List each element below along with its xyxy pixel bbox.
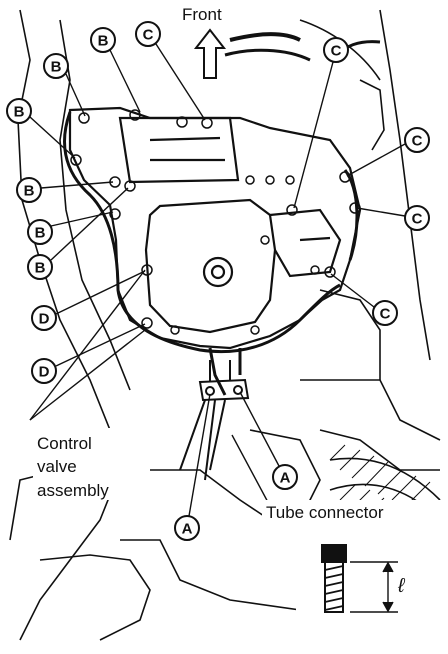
callout-a1: A — [239, 391, 298, 490]
callout-b6: B — [27, 187, 129, 280]
callout-b3: B — [6, 98, 76, 159]
bolt-icon — [321, 544, 347, 613]
callout-c1: C — [135, 21, 206, 121]
svg-text:B: B — [35, 260, 46, 277]
svg-text:C: C — [143, 27, 154, 44]
length-dimension — [350, 561, 398, 613]
callout-b5: B — [27, 211, 114, 245]
callout-c4: C — [356, 205, 430, 231]
callout-a2: A — [174, 393, 211, 541]
tube-connector-label: Tube connector — [231, 434, 448, 524]
svg-text:C: C — [412, 133, 423, 150]
front-arrow-icon — [193, 28, 227, 79]
callout-b2: B — [43, 53, 86, 117]
svg-text:B: B — [24, 183, 35, 200]
callout-c5: C — [330, 273, 398, 326]
oil-tube — [63, 111, 359, 396]
bolt-holes — [70, 109, 361, 335]
callout-c3: C — [346, 127, 430, 177]
svg-text:C: C — [412, 211, 423, 228]
svg-text:A: A — [280, 470, 291, 487]
control-valve-label-line3: assembly — [37, 481, 109, 500]
tube-connector-text: Tube connector — [266, 503, 384, 522]
control-valve-label-line1: Control — [37, 434, 92, 453]
svg-text:C: C — [380, 306, 391, 323]
svg-text:A: A — [182, 521, 193, 538]
callout-b4: B — [16, 177, 114, 203]
control-valve-label: Control valve assembly — [29, 269, 146, 500]
svg-text:B: B — [14, 104, 25, 121]
svg-text:D: D — [39, 311, 50, 328]
callout-d1: D — [31, 270, 146, 331]
tube-connector-fitting — [179, 360, 250, 481]
svg-text:B: B — [35, 225, 46, 242]
front-label: Front — [182, 5, 222, 24]
callout-b1: B — [90, 27, 141, 113]
callout-c2: C — [293, 37, 349, 209]
svg-text:D: D — [39, 364, 50, 381]
control-valve-body — [68, 106, 362, 350]
bolt-length-inset: ℓ — [296, 530, 446, 652]
callout-d2: D — [31, 323, 146, 384]
control-valve-label-line2: valve — [37, 457, 77, 476]
svg-text:B: B — [51, 59, 62, 76]
svg-text:B: B — [98, 33, 109, 50]
svg-text:C: C — [331, 43, 342, 60]
length-symbol: ℓ — [397, 575, 406, 597]
